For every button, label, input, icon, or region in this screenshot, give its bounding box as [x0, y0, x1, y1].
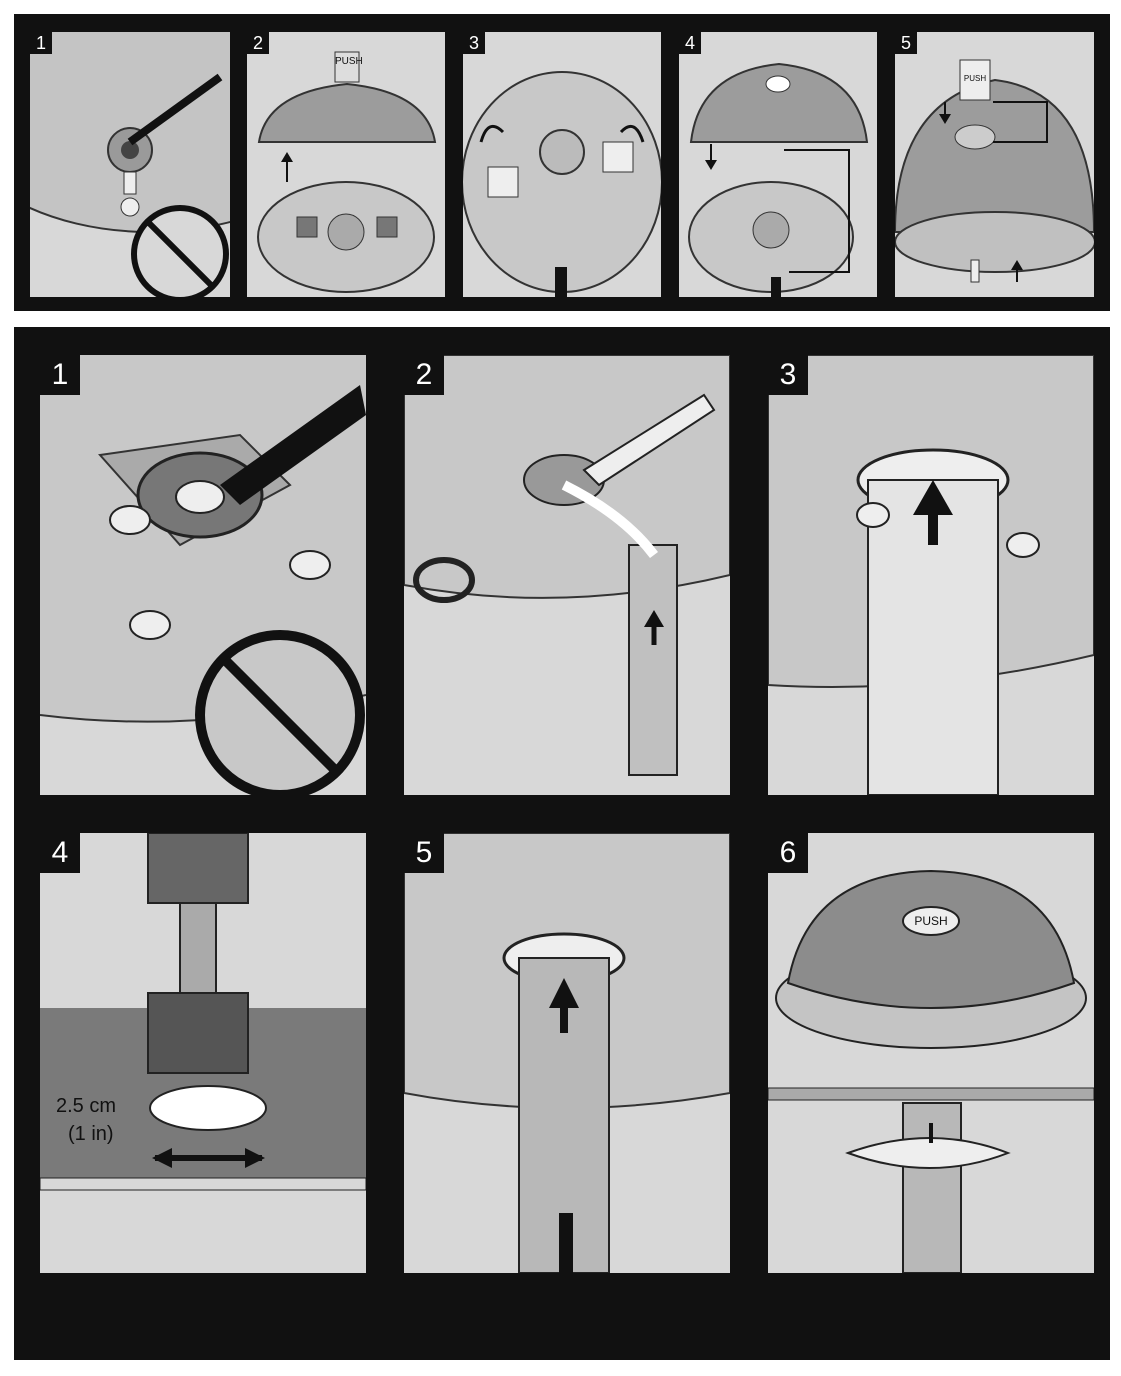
step-5-number: 5	[404, 833, 444, 873]
step-4-illustration	[40, 833, 366, 1191]
step-4-panel: 4 2.5 cm (1 in)	[40, 833, 366, 1273]
step-1-panel: 1	[40, 355, 366, 795]
top-step-2-push-label: PUSH	[335, 56, 363, 67]
top-step-1-number: 1	[30, 32, 52, 54]
step-3-number: 3	[768, 355, 808, 395]
top-step-3-panel: 3	[463, 32, 661, 297]
top-step-3-illustration	[463, 71, 661, 297]
top-step-4-number: 4	[679, 32, 701, 54]
top-step-2-panel: 2 PUSH	[247, 32, 445, 297]
top-step-3-number: 3	[463, 32, 485, 54]
step-6-panel: 6 PUSH	[768, 833, 1094, 1273]
top-step-5-illustration	[895, 59, 1094, 283]
top-step-1-panel: 1	[30, 32, 230, 297]
top-step-5-number: 5	[895, 32, 917, 54]
step-2-illustration	[404, 355, 730, 776]
hole-size-metric: 2.5 cm	[56, 1095, 117, 1117]
step-6-illustration	[768, 869, 1094, 1273]
step-6-push-label: PUSH	[914, 914, 948, 928]
step-3-panel: 3	[768, 355, 1094, 795]
top-step-4-illustration	[688, 62, 869, 297]
step-3-illustration	[768, 355, 1094, 795]
step-1-illustration	[40, 355, 366, 795]
top-step-2-number: 2	[247, 32, 269, 54]
top-step-2-illustration	[257, 51, 437, 293]
step-6-number: 6	[768, 833, 808, 873]
step-5-illustration	[404, 833, 730, 1273]
step-5-panel: 5	[404, 833, 730, 1273]
step-4-number: 4	[40, 833, 80, 873]
step-2-panel: 2	[404, 355, 730, 795]
top-step-5-push-label: PUSH	[963, 74, 987, 83]
step-2-number: 2	[404, 355, 444, 395]
top-step-4-panel: 4	[679, 32, 877, 297]
top-step-1-illustration	[30, 32, 230, 297]
hole-size-imperial: (1 in)	[68, 1123, 114, 1145]
top-step-5-panel: 5 PUSH	[895, 32, 1094, 297]
step-1-number: 1	[40, 355, 80, 395]
